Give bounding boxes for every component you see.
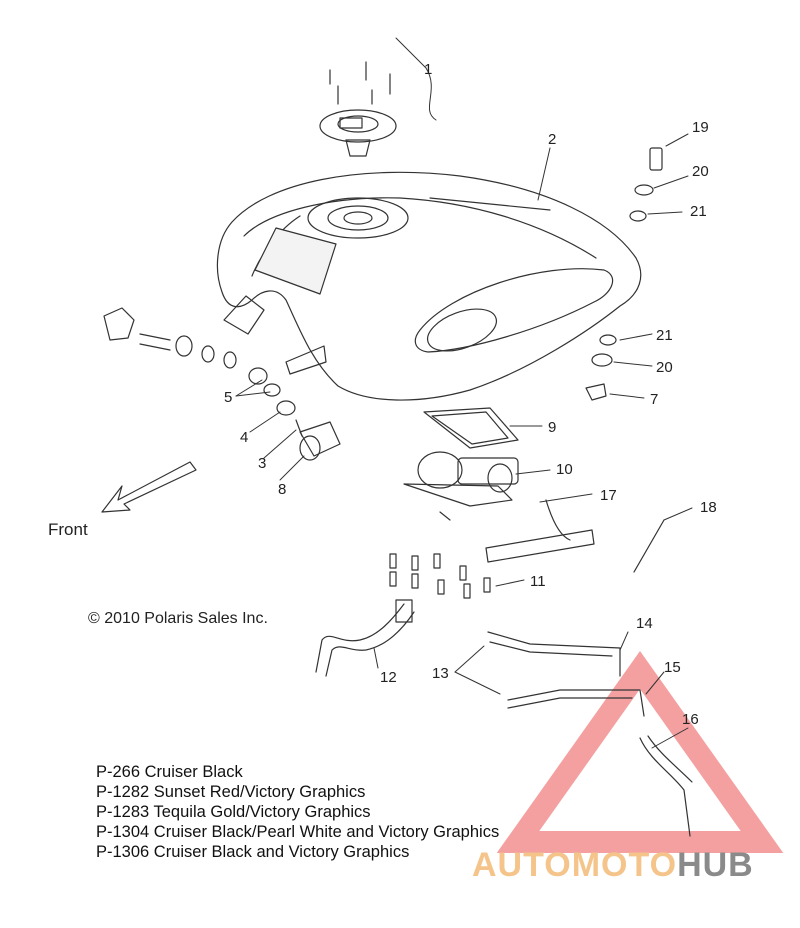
callout-2: 2 (548, 131, 556, 148)
leader-lines (235, 37, 693, 749)
watermark-part2: HUB (677, 846, 754, 884)
variant-item: P-1283 Tequila Gold/Victory Graphics (96, 803, 371, 821)
screws-11 (389, 553, 491, 599)
fuel-tank (216, 171, 642, 401)
rod-18 (633, 519, 665, 573)
callout-12: 12 (380, 669, 397, 686)
callout-5: 5 (224, 389, 232, 406)
variant-item: P-1306 Cruiser Black and Victory Graphic… (96, 843, 410, 861)
hose-12 (315, 599, 415, 677)
callout-7: 7 (650, 391, 658, 408)
gasket-9 (423, 407, 519, 449)
copyright-symbol-icon: © (88, 610, 100, 627)
line-16 (639, 735, 693, 837)
callout-8: 8 (278, 481, 286, 498)
copyright: © 2010 Polaris Sales Inc. (88, 610, 268, 628)
callout-9: 9 (548, 419, 556, 436)
callout-4: 4 (240, 429, 248, 446)
callout-21-lower: 21 (656, 327, 673, 344)
callout-3: 3 (258, 455, 266, 472)
copyright-text: 2010 Polaris Sales Inc. (104, 610, 268, 627)
line-14 (487, 631, 621, 677)
watermark-part1: AUTOMOTO (472, 846, 678, 884)
callout-17: 17 (600, 487, 617, 504)
grommet-20 (634, 184, 654, 196)
grommet-20-lower (591, 353, 613, 367)
left-mount-hardware (103, 295, 341, 461)
callout-14: 14 (636, 615, 653, 632)
watermark-logo: AUTOMOTOHUB (472, 846, 754, 885)
bolt-19 (649, 147, 663, 171)
variant-item: P-1282 Sunset Red/Victory Graphics (96, 783, 366, 801)
variant-list: P-266 Cruiser Black P-1282 Sunset Red/Vi… (96, 762, 499, 862)
variant-item: P-1304 Cruiser Black/Pearl White and Vic… (96, 823, 500, 841)
callout-18: 18 (700, 499, 717, 516)
watermark-triangle (496, 650, 784, 853)
callout-numbers: 1 2 3 4 5 7 8 9 10 11 12 13 14 15 16 17 … (224, 61, 717, 728)
callout-15: 15 (664, 659, 681, 676)
callout-1: 1 (424, 61, 432, 78)
bracket-17 (485, 499, 595, 563)
front-arrow (101, 461, 197, 513)
callout-20-lower: 20 (656, 359, 673, 376)
callout-16: 16 (682, 711, 699, 728)
fuel-cap-assembly (319, 61, 397, 157)
front-label: Front (48, 520, 88, 539)
callout-21-top: 21 (690, 203, 707, 220)
bracket-7 (585, 383, 607, 401)
callout-20-top: 20 (692, 163, 709, 180)
callout-10: 10 (556, 461, 573, 478)
line-15 (507, 689, 645, 717)
fuel-pump-10 (403, 451, 519, 521)
callout-11: 11 (530, 573, 546, 590)
nut-21 (629, 210, 647, 222)
callout-19: 19 (692, 119, 709, 136)
variant-item: P-266 Cruiser Black (96, 763, 243, 781)
callout-13: 13 (432, 665, 449, 682)
nut-21-lower (599, 334, 617, 346)
